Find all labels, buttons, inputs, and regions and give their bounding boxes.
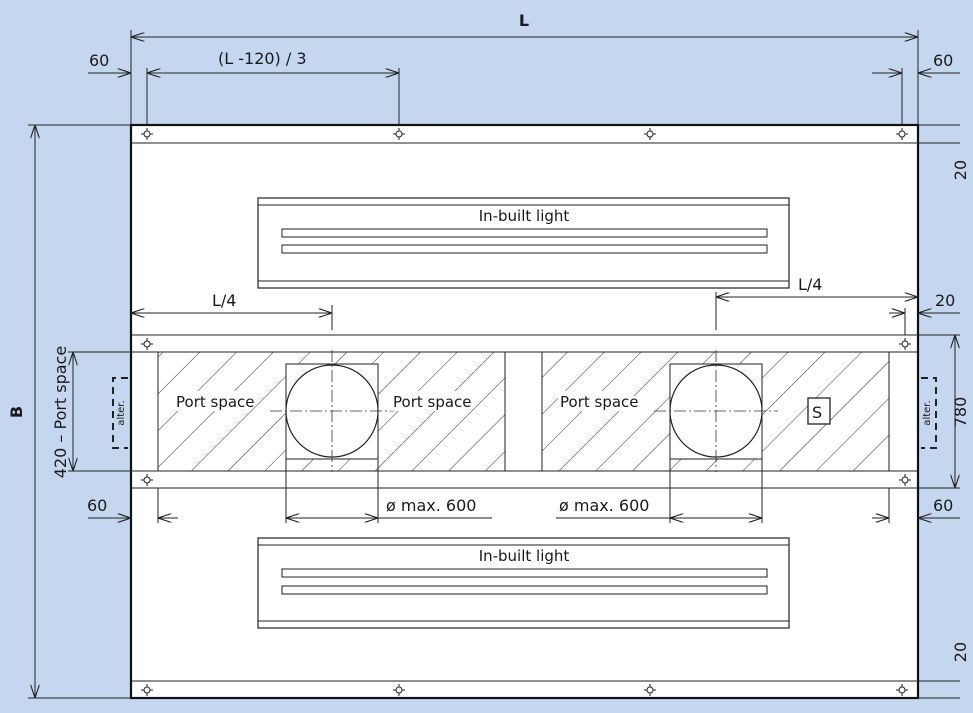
dimension-quarter-left: L/4 bbox=[131, 291, 333, 330]
screw-mark bbox=[644, 128, 656, 140]
inbuilt-light-bottom: In-built light bbox=[257, 537, 790, 629]
svg-text:60: 60 bbox=[933, 496, 953, 515]
svg-text:20: 20 bbox=[951, 160, 970, 180]
dimension-20-middle: 20 bbox=[889, 291, 960, 335]
svg-text:Port space: Port space bbox=[560, 393, 639, 411]
dimension-length: L bbox=[130, 11, 919, 125]
dimension-breadth: B bbox=[7, 124, 131, 699]
svg-text:L: L bbox=[519, 11, 529, 30]
svg-text:alter.: alter. bbox=[922, 400, 933, 425]
mounting-screws bbox=[141, 128, 911, 696]
screw-mark bbox=[141, 684, 153, 696]
dimension-60-top-right: 60 bbox=[872, 51, 960, 125]
svg-text:60: 60 bbox=[87, 496, 107, 515]
svg-text:780: 780 bbox=[951, 397, 970, 428]
svg-text:alter.: alter. bbox=[116, 400, 127, 425]
dimension-60-top-left: 60 bbox=[88, 51, 162, 73]
screw-mark bbox=[899, 338, 911, 350]
screw-mark bbox=[896, 684, 908, 696]
dimension-20-top: 20 bbox=[918, 124, 970, 180]
dimension-60-middle-right: 60 bbox=[872, 488, 960, 523]
alternative-position-right: alter. bbox=[921, 377, 937, 449]
svg-text:ø max. 600: ø max. 600 bbox=[559, 496, 649, 515]
svg-text:(L -120) / 3: (L -120) / 3 bbox=[218, 49, 307, 68]
screw-mark bbox=[393, 684, 405, 696]
screw-mark bbox=[644, 684, 656, 696]
diffuser-left bbox=[270, 350, 394, 472]
inbuilt-light-top: In-built light bbox=[257, 197, 790, 289]
svg-text:L/4: L/4 bbox=[212, 291, 236, 310]
svg-text:Port space: Port space bbox=[176, 393, 255, 411]
screw-mark bbox=[141, 128, 153, 140]
port-space-label-2: Port space bbox=[391, 391, 472, 411]
dimension-quarter-right: L/4 bbox=[715, 275, 918, 330]
dimension-diameter-right: ø max. 600 bbox=[556, 459, 763, 523]
svg-text:60: 60 bbox=[933, 51, 953, 70]
svg-text:S: S bbox=[812, 403, 822, 422]
svg-text:20: 20 bbox=[951, 642, 970, 662]
screw-mark bbox=[141, 338, 153, 350]
svg-text:L/4: L/4 bbox=[798, 275, 822, 294]
inbuilt-light-bottom-label: In-built light bbox=[479, 547, 570, 565]
dimension-diameter-left: ø max. 600 bbox=[285, 459, 492, 523]
dimension-60-middle-left: 60 bbox=[87, 488, 178, 523]
svg-text:20: 20 bbox=[935, 291, 955, 310]
dimension-780: 780 bbox=[918, 334, 970, 489]
dimension-20-bottom: 20 bbox=[918, 642, 970, 699]
diffuser-right bbox=[654, 350, 778, 472]
port-space-label-1: Port space bbox=[174, 391, 255, 411]
svg-text:ø max. 600: ø max. 600 bbox=[386, 496, 476, 515]
service-marker: S bbox=[807, 397, 831, 425]
screw-mark bbox=[899, 474, 911, 486]
dimension-port-height: 420 – Port space bbox=[51, 346, 131, 478]
alternative-position-left: alter. bbox=[112, 377, 128, 449]
svg-text:60: 60 bbox=[89, 51, 109, 70]
inbuilt-light-top-label: In-built light bbox=[479, 207, 570, 225]
screw-mark bbox=[141, 474, 153, 486]
svg-text:420 – Port space: 420 – Port space bbox=[51, 346, 70, 478]
screw-mark bbox=[896, 128, 908, 140]
screw-mark bbox=[393, 128, 405, 140]
svg-text:Port space: Port space bbox=[393, 393, 472, 411]
port-space-label-3: Port space bbox=[558, 391, 639, 411]
svg-text:B: B bbox=[7, 406, 26, 418]
dimension-spacing: (L -120) / 3 bbox=[146, 49, 400, 125]
